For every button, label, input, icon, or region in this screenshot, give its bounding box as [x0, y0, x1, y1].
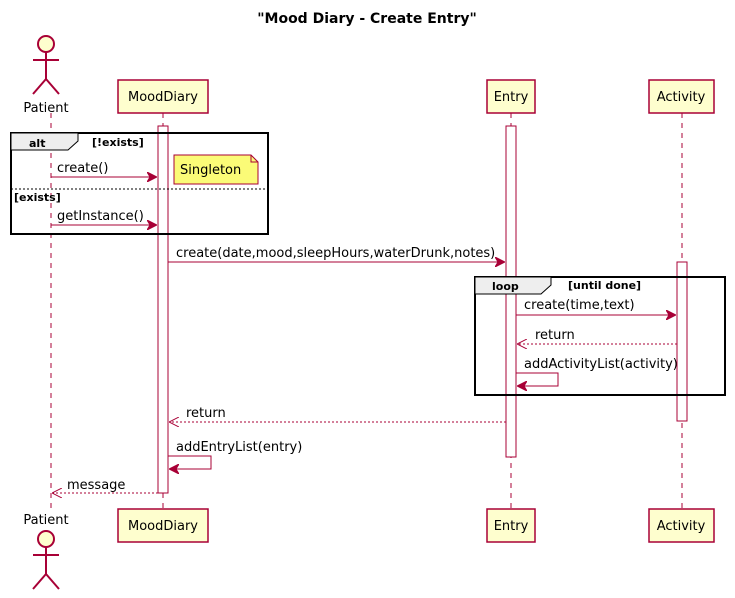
activation-activity: [676, 261, 688, 422]
message-create-entry-label: create(date,mood,sleepHours,waterDrunk,n…: [176, 246, 495, 261]
actor-patient-bottom: [32, 530, 60, 590]
participant-mooddiary-label-bottom: MoodDiary: [128, 519, 198, 534]
message-to-patient-label: message: [67, 478, 125, 493]
participant-entry-label: Entry: [494, 90, 529, 105]
participant-entry-label-bottom: Entry: [494, 519, 529, 534]
alt-guard: [!exists]: [92, 136, 144, 149]
participant-activity-bottom: Activity: [648, 508, 715, 543]
message-addentrylist-arrow: [168, 455, 212, 469]
participant-activity-top: Activity: [648, 79, 715, 114]
message-return-entry-label: return: [186, 406, 226, 421]
participant-mooddiary-bottom: MoodDiary: [117, 508, 209, 543]
message-return-activity-label: return: [535, 328, 575, 343]
diagram-title: "Mood Diary - Create Entry": [257, 11, 477, 27]
singleton-note: Singleton: [173, 154, 259, 185]
loop-guard: [until done]: [568, 279, 641, 292]
alt-fragment: alt [!exists] [exists]: [10, 132, 269, 235]
loop-keyword: loop: [492, 280, 519, 293]
participant-mooddiary-label: MoodDiary: [128, 90, 198, 105]
loop-fragment: loop [until done]: [474, 276, 726, 396]
participant-patient-label-bottom: Patient: [23, 513, 68, 528]
alt-keyword: alt: [29, 137, 45, 150]
message-create-activity-label: create(time,text): [524, 298, 635, 313]
activation-mooddiary: [157, 125, 169, 494]
actor-patient-top: [32, 35, 60, 95]
participant-activity-label-bottom: Activity: [657, 519, 706, 534]
note-text: Singleton: [180, 163, 241, 178]
participant-mooddiary-top: MoodDiary: [117, 79, 209, 114]
participant-patient-label-top: Patient: [23, 101, 68, 116]
message-addactivitylist-label: addActivityList(activity): [524, 357, 678, 372]
participant-entry-bottom: Entry: [486, 508, 536, 543]
message-create-label: create(): [57, 161, 108, 176]
message-getinstance-label: getInstance(): [57, 209, 144, 224]
participant-activity-label: Activity: [657, 90, 706, 105]
message-addentrylist-label: addEntryList(entry): [176, 440, 302, 455]
message-addactivitylist-arrow: [516, 372, 559, 386]
alt-else-guard: [exists]: [14, 191, 61, 204]
participant-entry-top: Entry: [486, 79, 536, 114]
